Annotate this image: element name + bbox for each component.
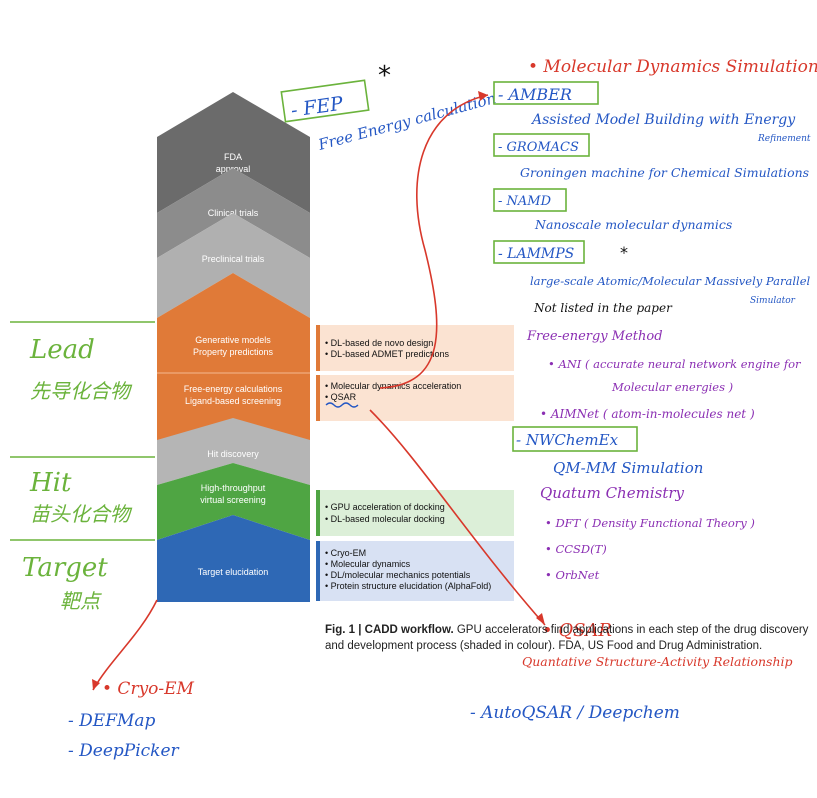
cryo-annotations: • Cryo-EM - DEFMap - DeepPicker	[68, 679, 195, 761]
right-annotations: • Molecular Dynamics Simulation - AMBER …	[470, 57, 817, 723]
lead-label: Lead	[29, 335, 95, 365]
stage-vs-shape	[157, 463, 310, 540]
fep-star: *	[378, 61, 391, 91]
box-orange-1-bg	[316, 325, 514, 371]
fep-label: - FEP	[290, 92, 346, 121]
fep-annotation: - FEP * Free Energy calculation	[280, 61, 498, 154]
box-blue-item-1: • Cryo-EM	[325, 548, 366, 558]
qmmm-label: QM-MM Simulation	[553, 459, 703, 477]
box-blue-item-2: • Molecular dynamics	[325, 559, 411, 569]
figure-caption: Fig. 1 | CADD workflow. GPU accelerators…	[325, 622, 817, 654]
stage-lead-2-label-1: Free-energy calculations	[184, 384, 283, 394]
stage-clinical-label: Clinical trials	[208, 208, 259, 218]
namd-label: - NAMD	[498, 194, 552, 209]
stage-hit-shape	[157, 418, 310, 485]
stage-vs-label-1: High-throughput	[201, 483, 266, 493]
defmap-label: - DEFMap	[68, 711, 156, 731]
stage-lead-2-label-2: Ligand-based screening	[185, 396, 281, 406]
hit-cn-label: 苗头化合物	[30, 502, 133, 526]
box-orange-2-item-2: • QSAR	[325, 392, 357, 402]
gromacs-box	[493, 133, 590, 157]
stage-hit-label: Hit discovery	[207, 449, 259, 459]
orbnet-label: • OrbNet	[545, 568, 600, 582]
hit-label: Hit	[29, 468, 72, 498]
amber-desc: Assisted Model Building with Energy	[530, 112, 796, 128]
box-green-bg	[316, 490, 514, 536]
namd-desc: Nanoscale molecular dynamics	[534, 217, 732, 232]
stage-preclinical-label: Preclinical trials	[202, 254, 265, 264]
cryo-arrow	[92, 599, 158, 691]
free-energy-title: Free-energy Method	[526, 329, 663, 344]
lammps-star: *	[620, 243, 628, 262]
stage-fda-shape	[157, 92, 310, 213]
fep-box	[280, 79, 370, 123]
cryo-arrowhead	[92, 679, 100, 690]
qsar-desc: Quantative Structure-Activity Relationsh…	[522, 654, 793, 669]
target-cn-label: 靶点	[60, 589, 102, 613]
left-annotations: Lead 先导化合物 Hit 苗头化合物 Target 靶点	[10, 321, 155, 613]
dft-label: • DFT ( Density Functional Theory )	[545, 516, 755, 530]
fep-subtitle: Free Energy calculation	[315, 89, 497, 154]
annotation-arrows	[92, 91, 546, 691]
quantum-label: Quatum Chemistry	[540, 484, 685, 502]
stage-lead-1-label-2: Property predictions	[193, 347, 274, 357]
stage-clinical-shape	[157, 168, 310, 258]
box-green-item-2: • DL-based molecular docking	[325, 514, 445, 524]
md-arrowhead	[478, 91, 488, 101]
stage-lead-shape	[157, 273, 310, 440]
caption-label: Fig. 1 | CADD workflow.	[325, 624, 454, 636]
lammps-box	[493, 240, 585, 264]
qsar-squiggle	[325, 402, 359, 408]
box-orange-2-bar	[316, 375, 320, 421]
box-blue-item-4: • Protein structure elucidation (AlphaFo…	[325, 581, 491, 591]
stage-vs-label-2: virtual screening	[200, 495, 266, 505]
stage-fda-label-1: FDA	[224, 152, 242, 162]
md-title: • Molecular Dynamics Simulation	[528, 57, 817, 77]
stage-lead-1-label-1: Generative models	[195, 335, 271, 345]
box-orange-1-item-2: • DL-based ADMET predictions	[325, 349, 450, 359]
box-blue-item-3: • DL/molecular mechanics potentials	[325, 570, 471, 580]
box-blue-bar	[316, 541, 320, 601]
qsar-title: • QSAR	[542, 620, 612, 641]
box-blue-bg	[316, 541, 514, 601]
lammps-desc-2: Simulator	[750, 296, 796, 306]
lammps-desc: large-scale Atomic/Molecular Massively P…	[530, 274, 811, 288]
stage-target-label: Target elucidation	[198, 567, 269, 577]
box-orange-2-bg	[316, 375, 514, 421]
target-label: Target	[22, 553, 108, 583]
qsar-arrow	[369, 409, 546, 626]
nwchem-label: - NWChemEx	[516, 431, 619, 449]
md-arrow	[379, 94, 489, 389]
amber-label: - AMBER	[498, 85, 572, 104]
qsar-arrowhead	[536, 613, 545, 625]
box-orange-1-item-1: • DL-based de novo design	[325, 338, 433, 348]
box-green-item-1: • GPU acceleration of docking	[325, 502, 445, 512]
box-green-bar	[316, 490, 320, 536]
nwchem-box	[512, 426, 638, 452]
pipeline-stack: FDA approval Clinical trials Preclinical…	[157, 92, 310, 602]
not-listed-note: Not listed in the paper	[533, 301, 673, 315]
ani-label-2: Molecular energies )	[611, 380, 733, 394]
cryo-title: • Cryo-EM	[102, 679, 195, 699]
amber-box	[493, 81, 599, 105]
caption-text: GPU accelerators find applications in ea…	[325, 624, 809, 652]
deeppicker-label: - DeepPicker	[68, 741, 180, 761]
stage-target-shape	[157, 515, 310, 602]
namd-box	[493, 188, 567, 212]
ccsd-label: • CCSD(T)	[545, 542, 607, 556]
box-orange-1-bar	[316, 325, 320, 371]
gpu-boxes: • DL-based de novo design • DL-based ADM…	[316, 325, 514, 601]
stage-preclinical-shape	[157, 213, 310, 318]
lammps-label: - LAMMPS	[498, 246, 574, 262]
gromacs-label: - GROMACS	[498, 140, 579, 155]
aimnet-label: • AIMNet ( atom-in-molecules net )	[540, 407, 755, 421]
ani-label: • ANI ( accurate neural network engine f…	[548, 357, 802, 371]
lead-cn-label: 先导化合物	[30, 379, 133, 403]
gromacs-desc: Groningen machine for Chemical Simulatio…	[520, 165, 809, 180]
amber-desc-2: Refinement	[757, 134, 811, 144]
autoqsar-label: - AutoQSAR / Deepchem	[470, 703, 680, 723]
